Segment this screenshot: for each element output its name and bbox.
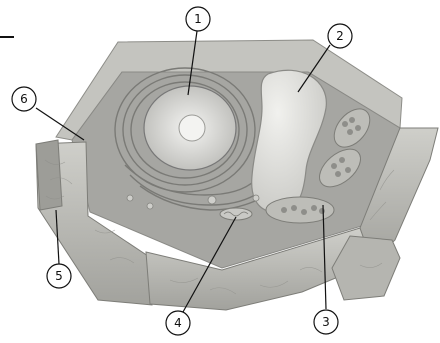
nucleus	[144, 86, 236, 170]
callout-3: 3	[314, 310, 338, 334]
callout-6-label: 6	[20, 92, 28, 106]
callout-5: 5	[47, 264, 71, 288]
callout-1-label: 1	[194, 12, 202, 26]
callout-2: 2	[328, 24, 352, 48]
callout-4: 4	[166, 311, 190, 335]
callout-5-label: 5	[55, 269, 63, 283]
cell-wall-left-end	[36, 140, 62, 210]
callout-2-label: 2	[336, 29, 344, 43]
callout-1: 1	[186, 7, 210, 31]
nucleolus	[179, 115, 205, 141]
callout-6: 6	[12, 87, 36, 111]
callout-4-label: 4	[174, 316, 182, 330]
callout-3-label: 3	[322, 315, 330, 329]
